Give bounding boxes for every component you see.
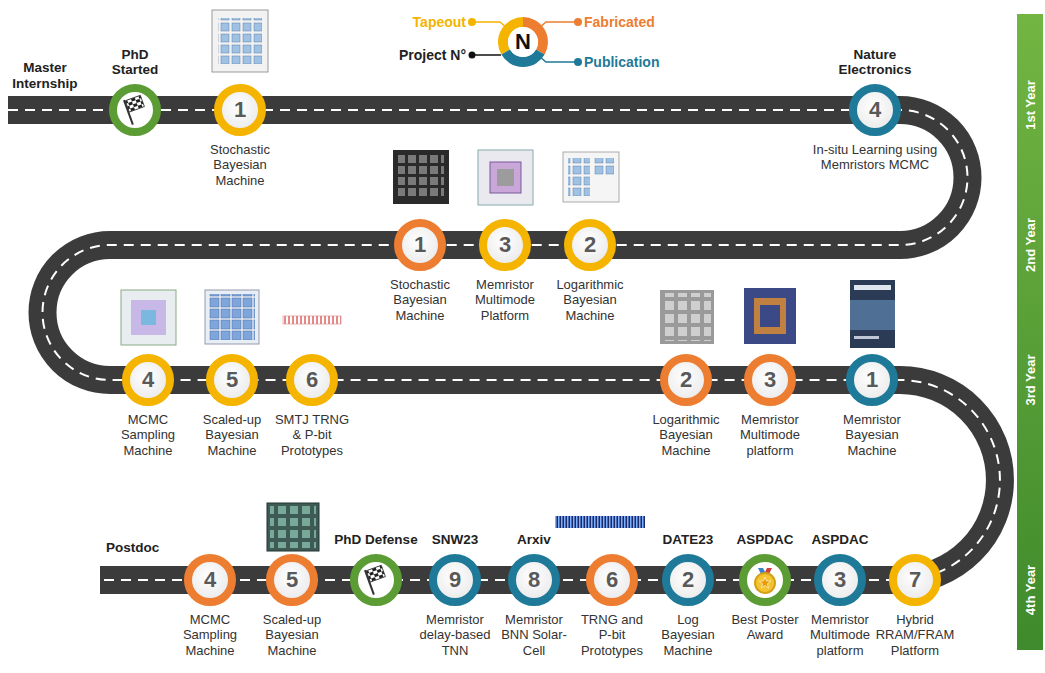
project-number: 2: [572, 227, 608, 263]
milestone-caption: Memristor Multimode platform: [729, 412, 811, 458]
milestone-caption: TRNG and P-bit Prototypes: [574, 612, 650, 658]
project-number: 3: [752, 362, 788, 398]
project-number: 6: [294, 362, 330, 398]
legend-text: Tapeout: [413, 14, 466, 30]
project-milestone: 4MCMC Sampling Machine: [184, 554, 236, 606]
project-milestone: Nature Electronics4In-situ Learning usin…: [849, 84, 901, 136]
milestone-heading: PhD Defense: [334, 532, 417, 548]
legend-center-letter: N: [515, 29, 531, 54]
milestone-caption: SMTJ TRNG & P-bit Prototypes: [272, 412, 352, 458]
project-number: 9: [437, 562, 473, 598]
year-label: 2nd Year: [1023, 218, 1038, 272]
year-label: 3rd Year: [1023, 354, 1038, 405]
project-number: 4: [857, 92, 893, 128]
project-number: 2: [668, 362, 704, 398]
milestone-caption: Memristor Bayesian Machine: [831, 412, 913, 458]
milestone-caption: Stochastic Bayesian Machine: [379, 277, 461, 323]
project-number: 4: [130, 362, 166, 398]
milestone-caption: Stochastic Bayesian Machine: [197, 142, 283, 188]
project-number: 5: [214, 362, 250, 398]
project-milestone: Arxiv8Memristor BNN Solar-Cell: [508, 554, 560, 606]
legend-swatch: [574, 18, 582, 26]
legend-text: Publication: [584, 54, 659, 70]
milestone-caption: Log Bayesian Machine: [650, 612, 726, 658]
project-number: 1: [402, 227, 438, 263]
legend-text: Fabricated: [584, 14, 655, 30]
milestone-caption: MCMC Sampling Machine: [108, 412, 188, 458]
milestone-heading: Nature Electronics: [830, 47, 920, 78]
project-milestone: 3Memristor Multimode platform: [744, 354, 796, 406]
award-milestone: ASPDACBest Poster Award: [739, 554, 791, 606]
project-milestone: 4MCMC Sampling Machine: [122, 354, 174, 406]
project-number: 5: [274, 562, 310, 598]
project-milestone: 3Memristor Multimode Platform: [479, 219, 531, 271]
milestone-caption: Hybrid RRAM/FRAM Platform: [870, 612, 960, 658]
milestone-caption: In-situ Learning using Memristors MCMC: [810, 142, 940, 173]
project-milestone: 2Logarithmic Bayesian Machine: [660, 354, 712, 406]
flag-milestone: PhD Started: [109, 84, 161, 136]
project-milestone: 6SMTJ TRNG & P-bit Prototypes: [286, 354, 338, 406]
project-milestone: 2Logarithmic Bayesian Machine: [564, 219, 616, 271]
milestone-caption: Memristor Multimode Platform: [464, 277, 546, 323]
project-number: 1: [854, 362, 890, 398]
milestone-heading: SNW23: [432, 532, 479, 548]
project-milestone: 6TRNG and P-bit Prototypes: [586, 554, 638, 606]
project-number: 4: [192, 562, 228, 598]
end-label: Postdoc: [106, 540, 159, 556]
milestone-heading: DATE23: [663, 532, 714, 548]
milestone-heading: ASPDAC: [811, 532, 868, 548]
project-number: 6: [594, 562, 630, 598]
project-milestone: SNW239Memristor delay-based TNN: [429, 554, 481, 606]
legend-swatch: [468, 18, 476, 26]
project-milestone: 1Stochastic Bayesian Machine: [394, 219, 446, 271]
legend-swatch: [574, 58, 582, 66]
milestone-caption: Memristor BNN Solar-Cell: [496, 612, 572, 658]
year-band: 1st Year 2nd Year 3rd Year 4th Year: [1017, 14, 1043, 650]
milestone-caption: MCMC Sampling Machine: [171, 612, 249, 658]
project-number: 7: [897, 562, 933, 598]
project-number: 2: [670, 562, 706, 598]
project-milestone: 7Hybrid RRAM/FRAM Platform: [889, 554, 941, 606]
project-milestone: 1Stochastic Bayesian Machine: [214, 84, 266, 136]
project-milestone: ASPDAC3Memristor Multimode platform: [814, 554, 866, 606]
milestone-caption: Logarithmic Bayesian Machine: [549, 277, 631, 323]
project-number: 3: [822, 562, 858, 598]
milestone-heading: Arxiv: [517, 532, 551, 548]
start-label: Master Internship: [4, 60, 86, 91]
project-milestone: 1Memristor Bayesian Machine: [846, 354, 898, 406]
project-milestone: 5Scaled-up Bayesian Machine: [206, 354, 258, 406]
project-number: 8: [516, 562, 552, 598]
milestone-heading: PhD Started: [105, 47, 165, 78]
legend-text: Project N°: [399, 47, 466, 63]
year-label: 4th Year: [1023, 565, 1038, 615]
milestone-caption: Best Poster Award: [728, 612, 802, 643]
milestone-caption: Memristor Multimode platform: [801, 612, 879, 658]
project-milestone: 5Scaled-up Bayesian Machine: [266, 554, 318, 606]
flag-milestone: PhD Defense: [350, 554, 402, 606]
milestone-caption: Memristor delay-based TNN: [416, 612, 494, 658]
milestone-caption: Scaled-up Bayesian Machine: [192, 412, 272, 458]
project-number: 3: [487, 227, 523, 263]
milestone-caption: Logarithmic Bayesian Machine: [645, 412, 727, 458]
year-label: 1st Year: [1023, 80, 1038, 130]
project-number: 1: [222, 92, 258, 128]
project-milestone: DATE232Log Bayesian Machine: [662, 554, 714, 606]
milestone-heading: ASPDAC: [736, 532, 793, 548]
milestone-caption: Scaled-up Bayesian Machine: [253, 612, 331, 658]
